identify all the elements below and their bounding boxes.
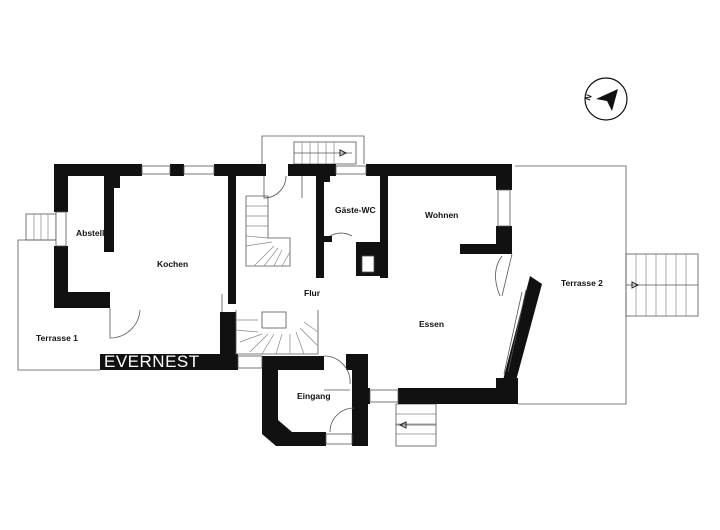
- label-eingang: Eingang: [297, 391, 331, 401]
- label-kochen: Kochen: [157, 259, 188, 269]
- label-wohnen: Wohnen: [425, 210, 458, 220]
- label-flur: Flur: [304, 288, 321, 298]
- top-stairs: [261, 135, 365, 165]
- label-terrasse-1: Terrasse 1: [36, 333, 78, 343]
- label-terrasse-2: Terrasse 2: [561, 278, 603, 288]
- exterior-walls: [54, 164, 518, 446]
- terrace-1-outline: [17, 213, 100, 371]
- label-essen: Essen: [419, 319, 444, 329]
- terrace-2-outline: [515, 165, 699, 405]
- doors: [109, 175, 355, 433]
- interior-stairs: [235, 195, 319, 355]
- windows: [55, 165, 511, 445]
- interior-walls: [100, 176, 388, 370]
- entrance-stairs: [395, 403, 437, 447]
- bay-window: [495, 253, 542, 388]
- label-gaeste-wc: Gäste-WC: [335, 205, 376, 215]
- watermark: EVERNEST: [104, 352, 200, 371]
- compass-icon: N: [583, 77, 628, 121]
- label-abstell: Abstell: [76, 228, 104, 238]
- compass-north-label: N: [583, 93, 594, 102]
